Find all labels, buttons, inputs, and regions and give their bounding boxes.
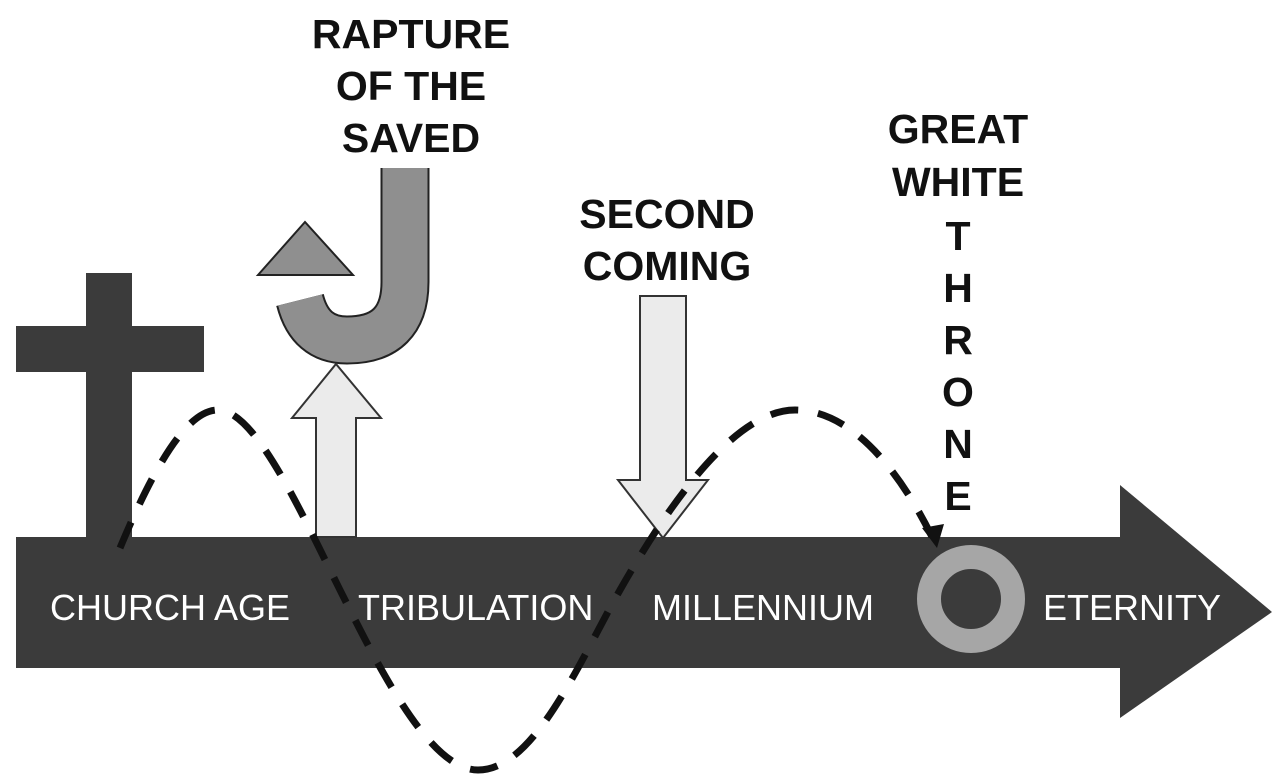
throne-letter: N [943, 421, 973, 467]
throne-ring-icon [917, 545, 1025, 653]
church-age-label: CHURCH AGE [50, 587, 290, 628]
throne-letter: H [943, 265, 973, 311]
tribulation-label: TRIBULATION [358, 587, 593, 628]
throne-letter: E [944, 473, 971, 519]
second-coming-down-arrow-icon [615, 295, 711, 540]
second-coming-line-2: COMING [583, 243, 752, 289]
dashed-wave-path [116, 406, 939, 774]
throne-letter: R [943, 317, 973, 363]
rapture-line-1: RAPTURE [312, 11, 510, 57]
rapture-line-3: SAVED [342, 115, 480, 161]
timeline-arrow [16, 485, 1272, 718]
great-white-line-1: GREAT [888, 106, 1028, 152]
millennium-label: MILLENNIUM [652, 587, 874, 628]
rapture-up-arrow-icon [289, 362, 384, 538]
throne-letter: O [942, 369, 974, 415]
throne-letter: T [945, 213, 970, 259]
second-coming-label: SECOND COMING [579, 191, 754, 289]
rapture-line-2: OF THE [336, 63, 486, 109]
rapture-label: RAPTURE OF THE SAVED [312, 11, 510, 161]
cross-icon [16, 273, 204, 543]
eternity-label: ETERNITY [1043, 587, 1221, 628]
second-coming-line-1: SECOND [579, 191, 754, 237]
dashed-wave-arrowhead-icon [922, 524, 944, 548]
rapture-hook-arrow-icon [255, 168, 430, 365]
great-white-line-2: WHITE [892, 159, 1024, 205]
